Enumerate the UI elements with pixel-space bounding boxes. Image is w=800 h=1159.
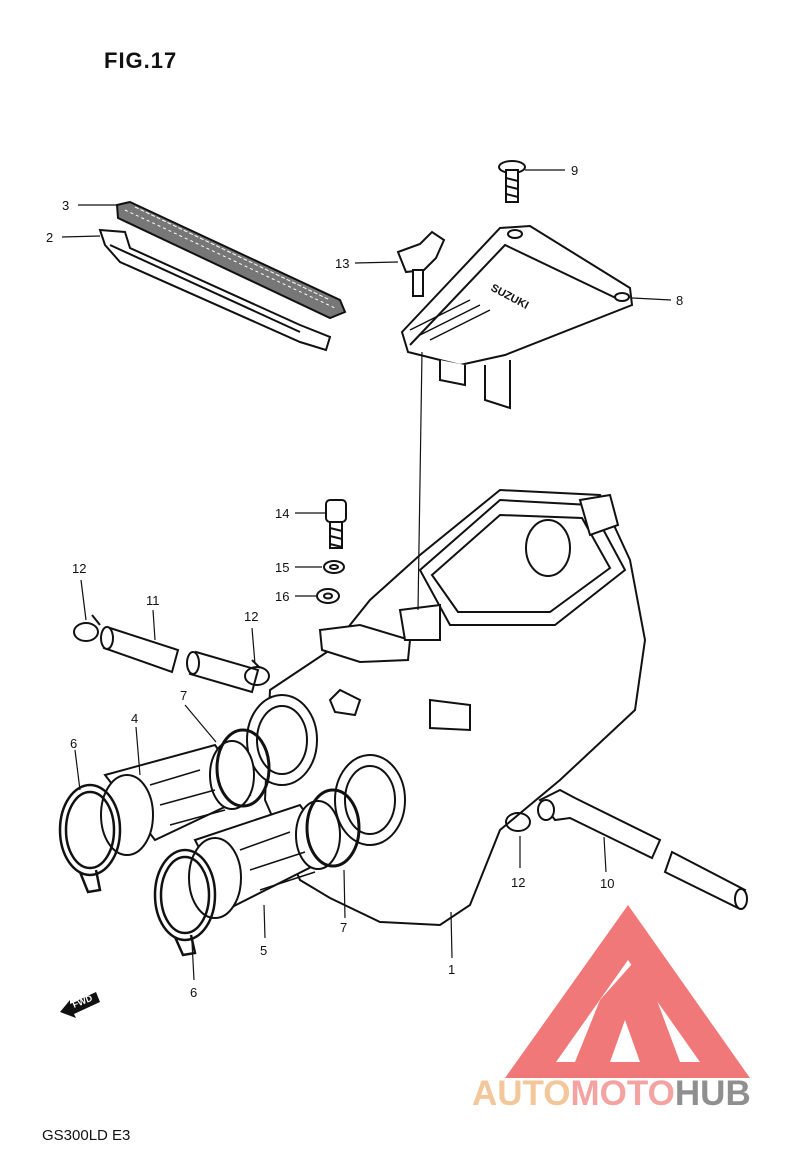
clamp-12c <box>505 812 531 832</box>
callout-9: 9 <box>571 163 578 178</box>
bolt-14 <box>325 499 347 549</box>
callout-10: 10 <box>600 876 614 891</box>
watermark-logo <box>505 905 750 1078</box>
watermark-part-auto: AUTO <box>472 1074 571 1113</box>
callout-12a: 12 <box>72 561 86 576</box>
filter-element <box>98 228 332 352</box>
clamp-6a <box>58 783 122 894</box>
callout-12c: 12 <box>511 875 525 890</box>
air-cleaner-cover <box>400 224 634 410</box>
callout-7a: 7 <box>180 688 187 703</box>
o-ring-7a <box>215 728 271 808</box>
drain-hose <box>537 788 748 910</box>
clamp-12b <box>244 659 270 686</box>
callout-13: 13 <box>335 256 349 271</box>
callout-8: 8 <box>676 293 683 308</box>
forward-arrow-icon: FWD <box>60 992 100 1018</box>
clamp-6b <box>153 848 217 957</box>
hose-11 <box>100 626 260 694</box>
screw-9 <box>498 160 526 203</box>
callout-5: 5 <box>260 943 267 958</box>
watermark-text: AUTOMOTOHUB <box>472 1074 751 1114</box>
callout-11: 11 <box>146 593 160 608</box>
model-code: GS300LD E3 <box>42 1127 131 1144</box>
watermark-part-moto: MOTO <box>570 1074 675 1113</box>
clamp-12a <box>73 614 101 642</box>
wing-bolt <box>396 230 446 297</box>
callout-4: 4 <box>131 711 138 726</box>
washer-16 <box>316 588 340 604</box>
o-ring-7b <box>305 788 361 868</box>
callout-6a: 6 <box>70 736 77 751</box>
figure-title: FIG.17 <box>104 48 178 73</box>
callout-15: 15 <box>275 560 289 575</box>
callout-14: 14 <box>275 506 289 521</box>
callout-1: 1 <box>448 962 455 977</box>
washer-15 <box>323 560 345 574</box>
callout-16: 16 <box>275 589 289 604</box>
callout-3: 3 <box>62 198 69 213</box>
callout-6b: 6 <box>190 985 197 1000</box>
callout-7b: 7 <box>340 920 347 935</box>
watermark-part-hub: HUB <box>674 1074 751 1113</box>
callout-2: 2 <box>46 230 53 245</box>
callout-12b: 12 <box>244 609 258 624</box>
leader-lines <box>61 169 672 981</box>
filter-mesh <box>115 200 347 320</box>
callout-labels: 1 2 3 4 5 6 6 7 7 8 9 10 11 12 12 12 13 … <box>46 163 683 1000</box>
